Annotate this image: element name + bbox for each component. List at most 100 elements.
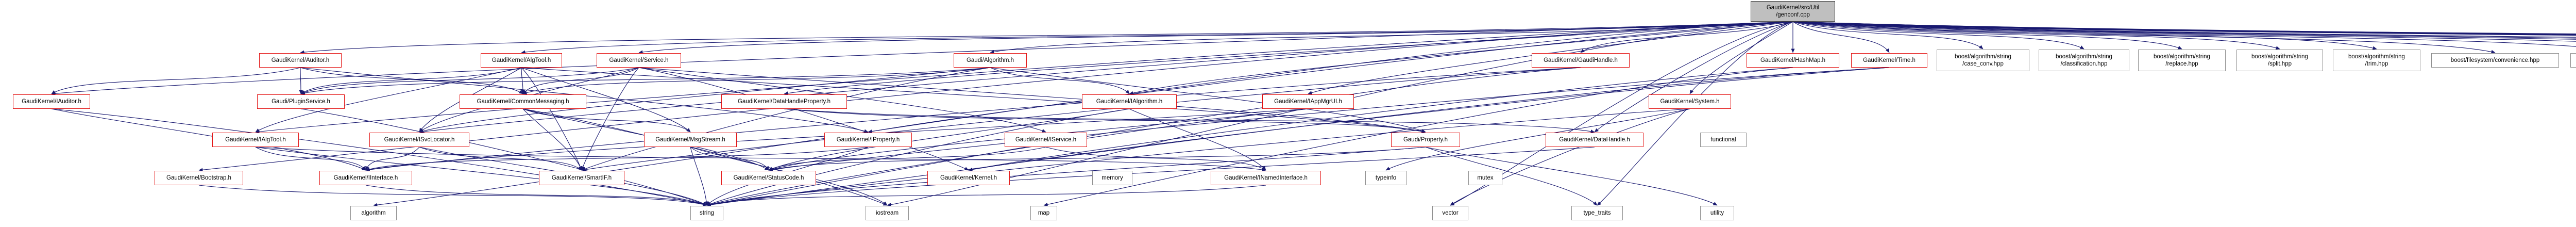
graph-node-system[interactable]: GaudiKernel/System.h [1649, 94, 1731, 109]
edge-root-to-ialgorithm [1129, 21, 1793, 95]
graph-node-b_repl: boost/algorithm/string /replace.hpp [2138, 50, 2226, 71]
graph-node-kernel[interactable]: GaudiKernel/Kernel.h [927, 171, 1010, 185]
edge-ialgorithm-to-inamed [1129, 108, 1266, 171]
edge-service-to-prop [638, 67, 1426, 134]
edge-ialgorithm-to-s_string [706, 108, 1130, 206]
edge-root-to-datahandle [1594, 21, 1793, 133]
graph-node-s_utility: utility [1700, 206, 1734, 220]
graph-node-datahandle[interactable]: GaudiKernel/DataHandle.h [1546, 133, 1643, 147]
edge-common-to-msgstream [522, 108, 691, 133]
graph-node-root[interactable]: GaudiKernel/src/Util /genconf.cpp [1751, 1, 1835, 22]
graph-node-iservice[interactable]: GaudiKernel/IService.h [1005, 133, 1087, 147]
graph-node-iauditor[interactable]: GaudiKernel/IAuditor.h [13, 94, 90, 109]
graph-node-inamed[interactable]: GaudiKernel/INamedInterface.h [1211, 171, 1321, 185]
edge-ialgtool-to-iinterface [255, 147, 366, 171]
graph-node-service[interactable]: GaudiKernel/Service.h [597, 53, 681, 68]
edge-service-to-smartif [581, 67, 639, 171]
edge-iservice-to-statuscode [768, 147, 1046, 171]
graph-node-b_case: boost/algorithm/string /case_conv.hpp [1937, 50, 2029, 71]
edge-gaudihandle-to-s_string [706, 67, 1581, 207]
graph-node-ialgorithm[interactable]: GaudiKernel/IAlgorithm.h [1082, 94, 1177, 109]
edge-system-to-typeinfo [1385, 108, 1690, 171]
edge-bootstrap-to-s_string [198, 185, 707, 206]
graph-node-mutex: mutex [1468, 171, 1502, 185]
graph-node-b_split: boost/algorithm/string /split.hpp [2236, 50, 2323, 71]
edge-iauditor-to-s_string [51, 108, 707, 206]
edge-prop-to-s_utility [1425, 147, 1718, 206]
edge-root-to-b_conv [1792, 21, 2496, 54]
edge-common-to-smartif [522, 108, 582, 171]
edge-algorithm_h-to-ialgorithm [990, 67, 1130, 94]
graph-node-gaudihandle[interactable]: GaudiKernel/GaudiHandle.h [1532, 53, 1630, 68]
graph-node-s_vector: vector [1432, 206, 1468, 220]
edge-root-to-s_sstream [1792, 21, 2576, 35]
edge-root-to-b_expr [1792, 21, 2576, 39]
edge-ialgtool-to-inamed [255, 147, 1266, 172]
edge-ialgtool-to-s_string [255, 147, 707, 206]
edge-iservice-to-inamed [1045, 147, 1266, 171]
edge-iappmgr-to-s_string [706, 108, 1309, 206]
graph-node-isvcloc[interactable]: GaudiKernel/ISvcLocator.h [369, 133, 469, 147]
edge-root-to-b_fexc [1792, 21, 2576, 47]
edge-root-to-gaudihandle [1580, 21, 1793, 53]
edge-hashmap-to-s_map [1043, 67, 1793, 206]
edge-system-to-s_vector [1450, 108, 1690, 206]
edge-auditor-to-iprop [300, 67, 869, 133]
edge-root-to-iprop [868, 21, 1793, 134]
edge-root-to-b_ops [1792, 21, 2576, 42]
graph-node-s_string: string [690, 206, 723, 220]
edge-root-to-b_split [1792, 21, 2280, 50]
graph-node-ialgtool[interactable]: GaudiKernel/IAlgTool.h [212, 133, 299, 147]
graph-node-plugin[interactable]: Gaudi/PluginService.h [257, 94, 345, 109]
graph-node-s_iostream: iostream [866, 206, 909, 220]
graph-node-typeinfo: typeinfo [1365, 171, 1406, 185]
graph-node-hashmap[interactable]: GaudiKernel/HashMap.h [1747, 53, 1839, 68]
edge-auditor-to-plugin [299, 67, 303, 94]
graph-node-smartif[interactable]: GaudiKernel/SmartIF.h [539, 171, 624, 185]
edge-inamed-to-s_string [706, 185, 1266, 206]
graph-node-b_fexc: boost/filesystem/exception.hpp [2570, 53, 2576, 68]
edge-msgstream-to-statuscode [690, 147, 769, 171]
edge-root-to-time_h [1792, 21, 1890, 53]
edge-ialgorithm-to-statuscode [768, 108, 1130, 171]
graph-node-prop[interactable]: Gaudi/Property.h [1391, 133, 1460, 147]
edge-algtool-to-prop [521, 67, 1426, 134]
graph-node-s_map: map [1030, 206, 1057, 220]
edge-prop-to-s_typetraits [1425, 147, 1598, 206]
graph-node-msgstream[interactable]: GaudiKernel/MsgStream.h [644, 133, 737, 147]
edge-dhp-to-prop [784, 108, 1426, 133]
graph-node-b_trim: boost/algorithm/string /trim.hpp [2333, 50, 2420, 71]
graph-node-s_algorithm: algorithm [350, 206, 397, 220]
graph-node-iprop[interactable]: GaudiKernel/IProperty.h [824, 133, 912, 147]
edge-algorithm_h-to-common [522, 67, 991, 94]
edge-root-to-b_class [1792, 21, 2084, 50]
graph-node-statuscode[interactable]: GaudiKernel/StatusCode.h [721, 171, 816, 185]
graph-node-memory: memory [1092, 171, 1132, 185]
edge-isvcloc-to-iinterface [365, 147, 420, 171]
graph-node-iappmgr[interactable]: GaudiKernel/IAppMgrUI.h [1262, 94, 1354, 109]
edge-group [51, 21, 2576, 207]
graph-node-bootstrap[interactable]: GaudiKernel/Bootstrap.h [155, 171, 243, 185]
graph-node-algtool[interactable]: GaudiKernel/AlgTool.h [481, 53, 562, 68]
edge-root-to-system [1689, 21, 1793, 94]
edge-root-to-iappmgr [1308, 21, 1793, 95]
graph-node-time_h[interactable]: GaudiKernel/Time.h [1851, 53, 1927, 68]
edge-root-to-s_algorithm [373, 21, 1793, 207]
edge-algtool-to-plugin [300, 67, 522, 94]
graph-node-common[interactable]: GaudiKernel/CommonMessaging.h [460, 94, 586, 109]
edge-root-to-service [638, 21, 1793, 54]
edge-prop-to-statuscode [768, 147, 1426, 171]
edge-algorithm_h-to-prop [990, 67, 1426, 133]
edge-dhp-to-datahandle [784, 108, 1595, 134]
graph-node-dhp[interactable]: GaudiKernel/DataHandleProperty.h [721, 94, 847, 109]
edge-prop-to-s_string [706, 147, 1426, 206]
graph-node-iinterface[interactable]: GaudiKernel/IInterface.h [319, 171, 412, 185]
edge-root-to-s_vector [1450, 21, 1793, 206]
edge-gaudihandle-to-iinterface [365, 67, 1581, 172]
graph-node-auditor[interactable]: GaudiKernel/Auditor.h [259, 53, 342, 68]
graph-node-algorithm_h[interactable]: Gaudi/Algorithm.h [954, 53, 1027, 68]
edge-root-to-iauditor [51, 21, 1793, 95]
